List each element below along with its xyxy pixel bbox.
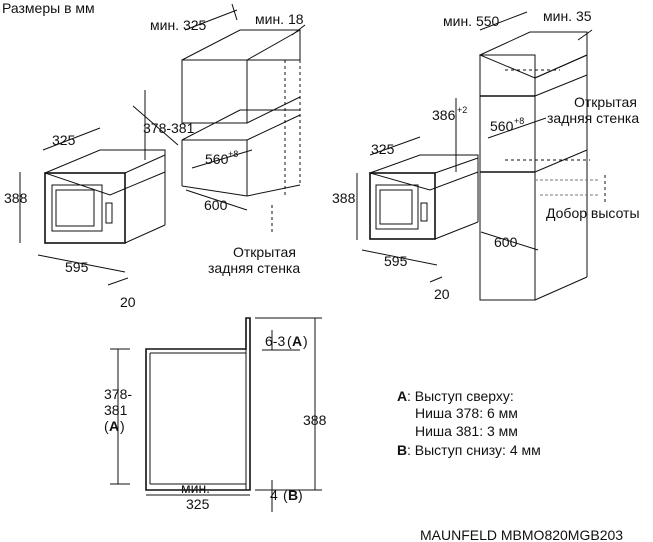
dim-cab-niche-height-sup: +2 xyxy=(457,105,467,115)
dim-top-offset-close: ) xyxy=(303,333,308,349)
oven2-front xyxy=(369,172,436,240)
dim-cab-depth: мин. 550 xyxy=(443,13,500,29)
oven-front-panel xyxy=(245,317,251,491)
dim-section-height-1: 378- xyxy=(104,386,132,402)
legend-b-text: : Выступ снизу: 4 мм xyxy=(407,442,541,458)
niche-upper-front xyxy=(181,59,248,124)
dim-bottom-offset-val: 4 xyxy=(270,487,278,503)
dim-cab-opening-width-sup: +8 xyxy=(514,116,524,126)
dim-bottom-offset-key: B xyxy=(288,487,298,503)
dim-cab-opening-width: 560 xyxy=(490,118,514,134)
dim-oven1-width: 595 xyxy=(65,259,89,275)
dim-bottom-offset-close: ) xyxy=(298,487,303,503)
dim-top-offset-open: ( xyxy=(287,333,292,349)
height-add-note: Добор высоты xyxy=(546,205,640,221)
model-footer: MAUNFELD MBMO820MGB203 xyxy=(420,527,623,542)
dim-top-offset-key: A xyxy=(292,333,302,349)
dim-bottom-offset-open: ( xyxy=(283,487,288,503)
legend-a-line2: Ниша 381: 3 мм xyxy=(415,423,518,439)
dim-total-height: 388 xyxy=(303,412,327,428)
dim-section-height-key-close: ) xyxy=(120,418,125,434)
dim-top-offset-val: 6-3 xyxy=(265,333,285,349)
dim-niche-depth: мин. 325 xyxy=(150,17,207,33)
dim-cab-gap: мин. 35 xyxy=(543,8,592,24)
dim-oven2-width: 595 xyxy=(384,253,408,269)
back-note-1: Открытая xyxy=(233,244,296,260)
diagram-side-section: 378- 381 ( A ) мин. 325 6-3 ( A ) 388 4 … xyxy=(104,317,327,512)
legend-a-text: : Выступ сверху: xyxy=(407,388,514,404)
units-label: Размеры в мм xyxy=(2,0,95,16)
dim-section-depth-2: 325 xyxy=(186,496,210,512)
legend: A : Выступ сверху: Ниша 378: 6 мм Ниша 3… xyxy=(397,388,541,458)
dim-oven1-height: 388 xyxy=(4,190,28,206)
niche-section-outline xyxy=(145,317,251,491)
dim-oven2-front: 20 xyxy=(434,286,450,302)
legend-a-key: A xyxy=(397,388,407,404)
dim-opening-width: 560 xyxy=(205,151,229,167)
dim-niche-gap: мин. 18 xyxy=(255,11,304,27)
dim-opening-width-sup: +8 xyxy=(228,149,238,159)
dim-section-height-2: 381 xyxy=(104,402,128,418)
dim-niche-height: 378-381 xyxy=(143,120,195,136)
niche-top xyxy=(181,29,301,61)
dim-cab-niche-width: 600 xyxy=(494,234,518,250)
back-note-2: задняя стенка xyxy=(208,260,300,276)
back-note2-1: Открытая xyxy=(574,94,637,110)
dim-cab-niche-height: 386 xyxy=(432,107,456,123)
legend-b-key: B xyxy=(397,442,407,458)
back-note2-2: задняя стенка xyxy=(547,110,639,126)
dim-oven1-depth: 325 xyxy=(52,132,76,148)
oven1-front xyxy=(44,172,126,244)
dim-section-height-key-open: ( xyxy=(104,418,109,434)
dim-section-depth-1: мин. xyxy=(181,480,210,496)
diagram-wall-niche: мин. 325 мин. 18 378-381 560 +8 600 Откр… xyxy=(4,3,306,310)
dim-oven2-height: 388 xyxy=(332,190,356,206)
cabinet-front xyxy=(479,54,536,301)
legend-a-line1: Ниша 378: 6 мм xyxy=(415,405,518,421)
dim-oven2-depth: 325 xyxy=(371,141,395,157)
dim-oven1-front: 20 xyxy=(120,294,136,310)
diagram-tall-cabinet: мин. 550 мин. 35 386 +2 560 +8 Открытая … xyxy=(332,8,640,302)
dim-section-height-key: A xyxy=(109,418,119,434)
dim-niche-width: 600 xyxy=(204,197,228,213)
